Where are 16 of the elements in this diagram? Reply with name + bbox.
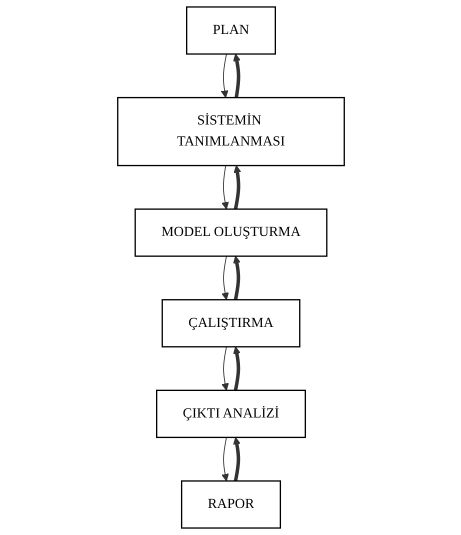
arrow <box>220 436 228 482</box>
arrow <box>220 54 228 98</box>
arrow <box>233 165 241 210</box>
arrow <box>220 165 228 210</box>
arrow <box>220 346 228 391</box>
node-box: PLAN <box>186 6 276 55</box>
arrow <box>232 256 240 300</box>
node-box: MODEL OLUŞTURMA <box>134 208 327 257</box>
arrow <box>232 437 240 482</box>
node-box: ÇALIŞTIRMA <box>161 299 300 348</box>
node-box: SİSTEMİN TANIMLANMASI <box>116 96 344 166</box>
node-box: ÇIKTI ANALİZİ <box>156 390 306 438</box>
node-box: RAPOR <box>180 480 281 529</box>
arrow <box>232 346 240 391</box>
arrow <box>232 54 240 98</box>
arrow <box>220 256 228 300</box>
